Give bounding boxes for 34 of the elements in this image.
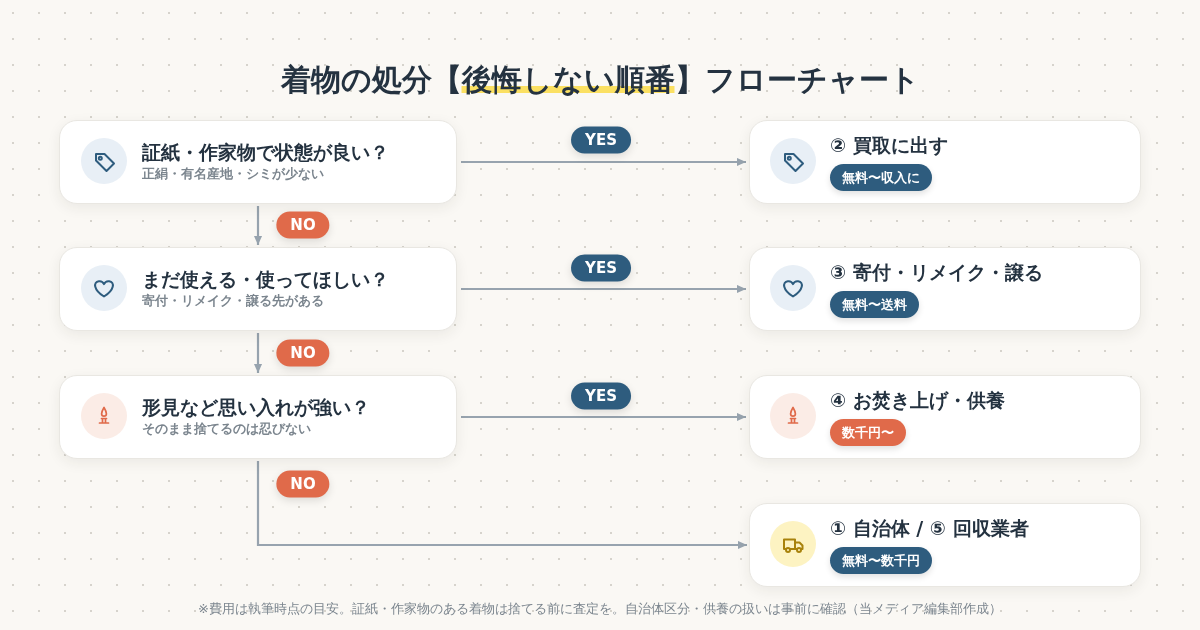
cost-badge: 無料〜収入に <box>830 164 932 191</box>
result-title: ① 自治体 / ⑤ 回収業者 <box>830 516 1029 541</box>
cost-badge: 無料〜送料 <box>830 291 919 318</box>
arrow <box>461 284 746 294</box>
arrow <box>253 206 263 245</box>
question-text: まだ使える・使ってほしい？ <box>142 267 389 292</box>
hint-text: 正絹・有名産地・シミが少ない <box>142 166 324 182</box>
question-text: 形見など思い入れが強い？ <box>142 395 370 420</box>
result-title: ③ 寄付・リメイク・譲る <box>830 260 1043 285</box>
cost-badge: 数千円〜 <box>830 419 906 446</box>
question-card <box>59 120 457 204</box>
question-text: 証紙・作家物で状態が良い？ <box>142 140 389 165</box>
hint-text: そのまま捨てるのは忍びない <box>142 421 311 437</box>
edge-label: YES <box>571 254 631 282</box>
result-card <box>749 247 1141 331</box>
result-card <box>749 503 1141 587</box>
arrow <box>253 333 263 373</box>
question-card <box>59 247 457 331</box>
hint-text: 寄付・リメイク・譲る先がある <box>142 293 324 309</box>
edge-label: NO <box>276 470 330 498</box>
result-card <box>749 120 1141 204</box>
edge-label: NO <box>276 339 330 367</box>
result-title: ② 買取に出す <box>830 133 948 158</box>
edge-label: YES <box>571 126 631 154</box>
result-card <box>749 375 1141 459</box>
edge-label: NO <box>276 211 330 239</box>
arrow <box>461 412 746 422</box>
arrow <box>461 157 746 167</box>
edge-label: YES <box>571 382 631 410</box>
cost-badge: 無料〜数千円 <box>830 547 932 574</box>
question-card <box>59 375 457 459</box>
footnote-text: ※費用は執筆時点の目安。証紙・作家物のある着物は捨てる前に査定を。自治体区分・供養の扱いは事前に確認（当メディア編集部作成） <box>198 600 1002 618</box>
arrow <box>256 461 747 550</box>
result-title: ④ お焚き上げ・供養 <box>830 388 1005 413</box>
